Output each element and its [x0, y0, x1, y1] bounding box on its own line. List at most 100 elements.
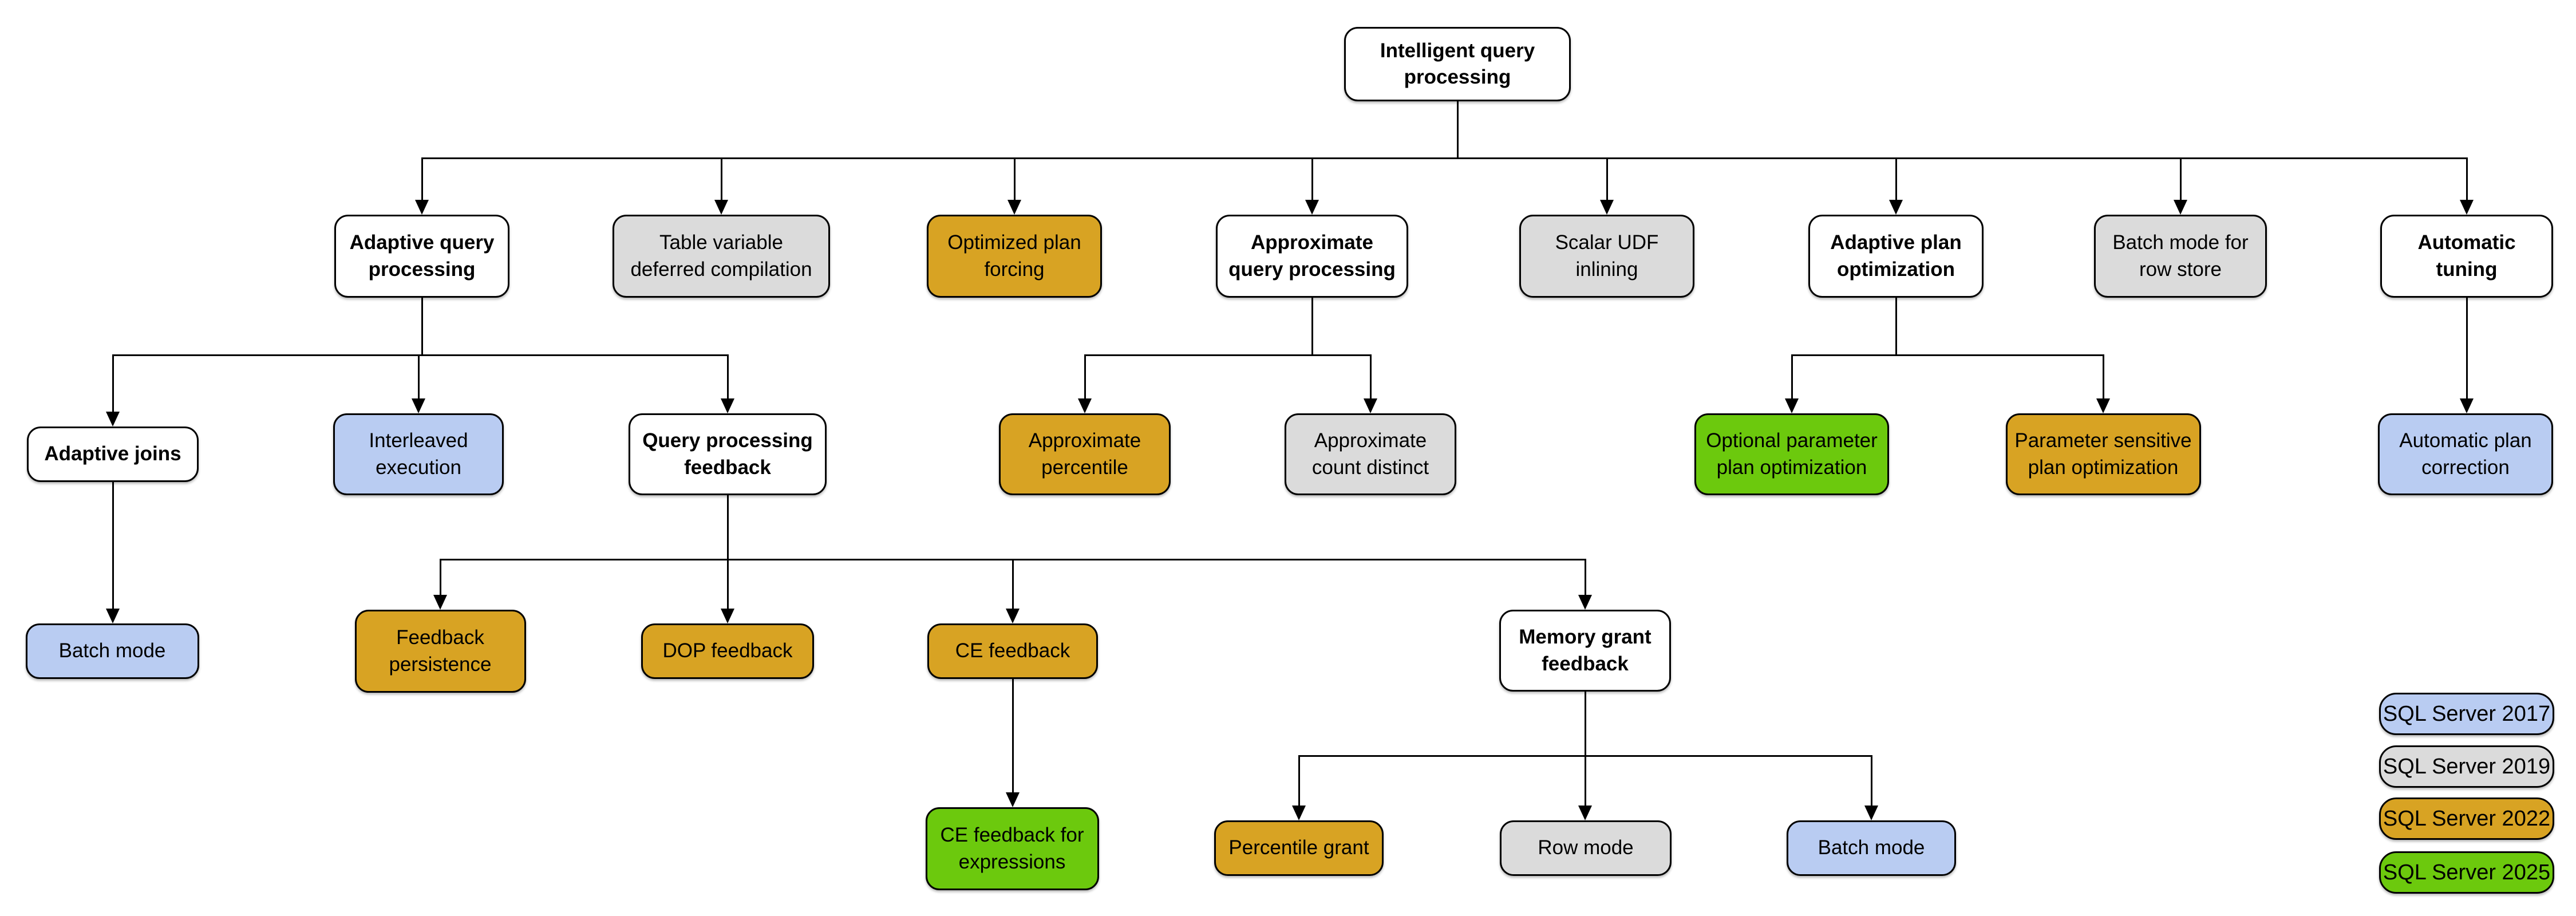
node-row-mode: Row mode [1500, 820, 1672, 876]
connector-line [1013, 158, 1016, 202]
node-approximate-query-processing: Approximate query processing [1216, 215, 1408, 298]
arrowhead-icon [1889, 200, 1903, 215]
node-label: Approximate query processing [1228, 231, 1396, 281]
connector-line [2466, 298, 2468, 401]
connector-line [1456, 101, 1459, 158]
node-label: Feedback persistence [389, 626, 492, 676]
node-adaptive-plan-optimization: Adaptive plan optimization [1808, 215, 1984, 298]
node-label: Scalar UDF inlining [1555, 231, 1659, 281]
arrowhead-icon [2460, 398, 2474, 413]
arrowhead-icon [1078, 398, 1092, 413]
connector-line [726, 495, 729, 559]
node-feedback-persistence: Feedback persistence [354, 610, 526, 693]
connector-line [2179, 158, 2182, 202]
legend-label: SQL Server 2017 [2383, 701, 2551, 726]
arrowhead-icon [714, 200, 728, 215]
arrowhead-icon [106, 412, 120, 427]
connector-line [421, 158, 423, 202]
legend-sql-server-2022: SQL Server 2022 [2379, 797, 2554, 840]
legend-sql-server-2025: SQL Server 2025 [2379, 851, 2554, 894]
node-interleaved-execution: Interleaved execution [333, 413, 504, 495]
arrowhead-icon [1292, 806, 1306, 820]
node-label: Approximate count distinct [1311, 429, 1429, 479]
arrowhead-icon [1006, 609, 1020, 623]
legend-label: SQL Server 2025 [2383, 860, 2551, 885]
node-batch-mode-adaptive-joins: Batch mode [25, 623, 199, 679]
node-intelligent-query-processing: Intelligent query processing [1344, 27, 1571, 101]
node-table-variable-deferred-compilation: Table variable deferred compilation [613, 215, 830, 298]
node-label: Approximate percentile [1028, 429, 1141, 479]
arrowhead-icon [721, 609, 734, 623]
node-dop-feedback: DOP feedback [641, 623, 814, 679]
connector-line [1084, 354, 1372, 356]
node-label: Optional parameter plan optimization [1706, 429, 1878, 479]
node-label: Batch mode [58, 639, 166, 662]
connector-line [1606, 158, 1608, 202]
node-scalar-udf-inlining: Scalar UDF inlining [1519, 215, 1694, 298]
node-label: DOP feedback [662, 639, 793, 662]
arrowhead-icon [2174, 200, 2187, 215]
connector-line [2102, 355, 2104, 401]
node-label: Adaptive joins [44, 443, 181, 465]
connector-line [1791, 354, 2104, 356]
connector-line [112, 354, 729, 356]
arrowhead-icon [106, 609, 120, 623]
legend-sql-server-2017: SQL Server 2017 [2379, 693, 2554, 735]
arrowhead-icon [2096, 398, 2110, 413]
node-optional-parameter-plan-optimization: Optional parameter plan optimization [1694, 413, 1889, 495]
node-automatic-plan-correction: Automatic plan correction [2378, 413, 2553, 495]
arrowhead-icon [1785, 398, 1799, 413]
node-adaptive-query-processing: Adaptive query processing [334, 215, 509, 298]
arrowhead-icon [1578, 806, 1592, 820]
node-automatic-tuning: Automatic tuning [2380, 215, 2553, 298]
connector-line [1298, 756, 1300, 808]
node-approximate-count-distinct: Approximate count distinct [1285, 413, 1456, 495]
connector-line [1012, 559, 1014, 611]
node-label: Batch mode [1818, 836, 1925, 859]
connector-line [1895, 158, 1897, 202]
connector-line [1369, 355, 1372, 401]
node-label: CE feedback for expressions [940, 824, 1084, 873]
legend-sql-server-2019: SQL Server 2019 [2379, 745, 2554, 788]
connector-line [1791, 355, 1793, 401]
node-query-processing-feedback: Query processing feedback [629, 413, 827, 495]
connector-line [112, 355, 114, 414]
node-batch-mode-for-row-store: Batch mode for row store [2094, 215, 2267, 298]
node-label: Parameter sensitive plan optimization [2014, 429, 2192, 479]
arrowhead-icon [1008, 200, 1021, 215]
connector-line [112, 482, 114, 611]
node-label: Automatic tuning [2417, 231, 2516, 281]
node-ce-feedback-for-expressions: CE feedback for expressions [925, 807, 1099, 890]
node-label: Intelligent query processing [1380, 39, 1535, 88]
connector-line [720, 158, 722, 202]
connector-line [1311, 298, 1313, 355]
node-approximate-percentile: Approximate percentile [999, 413, 1171, 495]
node-label: Adaptive query processing [349, 231, 495, 281]
node-percentile-grant: Percentile grant [1214, 820, 1384, 876]
node-label: Table variable deferred compilation [630, 231, 812, 281]
connector-line [1311, 158, 1313, 202]
arrowhead-icon [433, 595, 447, 610]
connector-line [1584, 692, 1586, 756]
arrowhead-icon [1578, 595, 1592, 610]
node-label: Query processing feedback [642, 429, 813, 479]
legend-label: SQL Server 2022 [2383, 806, 2551, 831]
node-batch-mode-memory-grant: Batch mode [1787, 820, 1956, 876]
node-label: Memory grant feedback [1519, 626, 1652, 675]
connector-line [421, 157, 2468, 159]
node-ce-feedback: CE feedback [927, 623, 1098, 679]
node-label: Optimized plan forcing [947, 231, 1081, 281]
connector-line [1084, 355, 1086, 401]
arrowhead-icon [412, 398, 425, 413]
connector-line [726, 355, 729, 401]
node-label: Row mode [1538, 836, 1634, 859]
arrowhead-icon [1305, 200, 1319, 215]
connector-line [417, 355, 420, 401]
node-optimized-plan-forcing: Optimized plan forcing [927, 215, 1102, 298]
legend-label: SQL Server 2019 [2383, 754, 2551, 779]
node-label: Batch mode for row store [2112, 231, 2249, 281]
connector-line [1870, 756, 1872, 808]
arrowhead-icon [1364, 398, 1377, 413]
connector-line [1584, 559, 1586, 597]
connector-line [726, 559, 729, 611]
